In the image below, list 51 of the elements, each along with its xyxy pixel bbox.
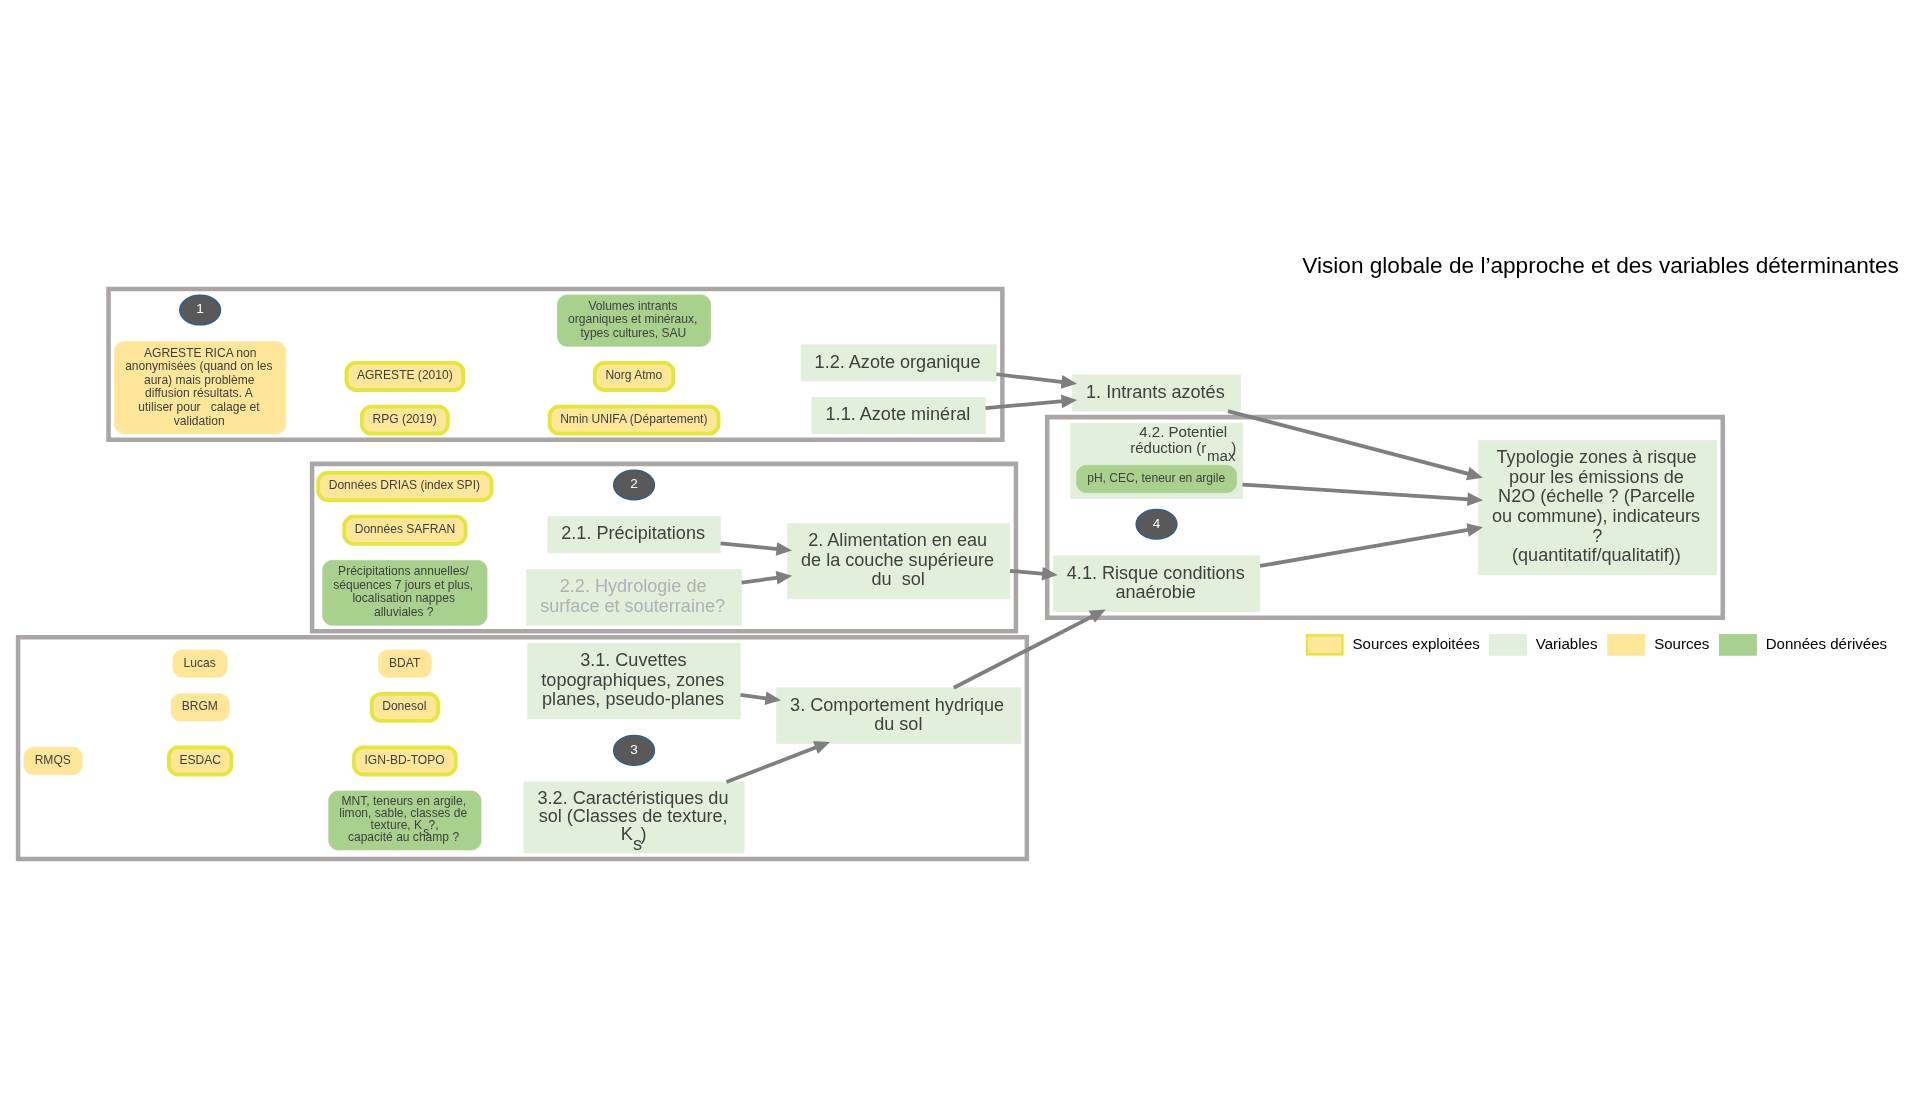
node-box: ESDAC: [166, 745, 234, 777]
arrow: [952, 609, 1106, 690]
node-box: Norg Atmo: [592, 360, 676, 392]
cluster: [1044, 414, 1726, 620]
arrow: [1009, 566, 1058, 581]
arrow: [996, 372, 1078, 389]
legend-label: Sources exploitées: [1352, 634, 1480, 652]
node-box: 3.1. Cuvettes topographiques, zones planes, pseudo-planes: [527, 642, 741, 720]
cluster: [309, 461, 1019, 634]
node-box: 2.2. Hydrologie de surface et souterraine?: [526, 569, 742, 626]
arrow: [741, 571, 793, 585]
cluster: [15, 635, 1030, 862]
node-box: Données SAFRAN: [342, 514, 468, 546]
legend-label: Données dérivées: [1765, 634, 1888, 652]
cluster: [106, 286, 1005, 442]
node-box: RPG (2019): [360, 404, 450, 436]
node-box: 4.1. Risque conditions anaérobie: [1052, 555, 1261, 613]
diagram-title: Vision globale de l’approche et des variables déterminantes: [1302, 253, 1899, 279]
node-box: 1. Intrants azotés: [1072, 374, 1241, 412]
legend-label: Sources: [1654, 634, 1710, 652]
node-box: 2. Alimentation en eau de la couche supérieure du sol: [787, 523, 1011, 600]
node-box: Nmin UNIFA (Département): [547, 404, 721, 436]
node-box: 1.2. Azote organique: [800, 344, 997, 382]
arrow: [740, 691, 781, 706]
node-box: Lucas: [172, 649, 228, 678]
node-box: BDAT: [378, 649, 432, 678]
node-box: Donesol: [369, 691, 440, 723]
node-box: AGRESTE (2010): [344, 360, 466, 392]
node-box: 2.1. Précipitations: [547, 516, 721, 554]
node-ellipse: 1: [179, 294, 222, 326]
node-box: Typologie zones à risque pour les émissions de N2O (échelle ? (Parcelle ou commune), indicateurs ? (quantitatif/qualitatif)): [1478, 440, 1718, 576]
node-box: RMQS: [23, 747, 83, 775]
node-box: BRGM: [170, 693, 230, 722]
node-box: Données DRIAS (index SPI): [316, 471, 494, 502]
node-box: 3. Comportement hydrique du sol: [776, 687, 1022, 744]
arrow: [1259, 523, 1483, 568]
legend-label: Variables: [1535, 634, 1598, 652]
node-box: AGRESTE RICA non anonymisées (quand on les aura) mais problème diffusion résultats. A utiliser pour calage et validation: [114, 341, 287, 435]
node-box: Volumes intrants organiques et minéraux, types cultures, SAU: [557, 294, 711, 347]
arrow: [985, 394, 1078, 410]
node-ellipse: 2: [612, 469, 656, 501]
node-box: 1.1. Azote minéral: [811, 397, 986, 435]
arrow: [1227, 409, 1483, 481]
node-box: pH, CEC, teneur en argile: [1076, 465, 1237, 493]
arrow: [725, 741, 831, 784]
arrow: [720, 541, 792, 556]
node-box: IGN-BD-TOPO: [352, 745, 458, 777]
node-ellipse: 3: [612, 734, 656, 766]
arrow: [1242, 482, 1484, 506]
node-ellipse: 4: [1135, 508, 1178, 540]
node-box: Précipitations annuelles/ séquences 7 jours et plus, localisation nappes alluviales ?: [322, 560, 488, 626]
